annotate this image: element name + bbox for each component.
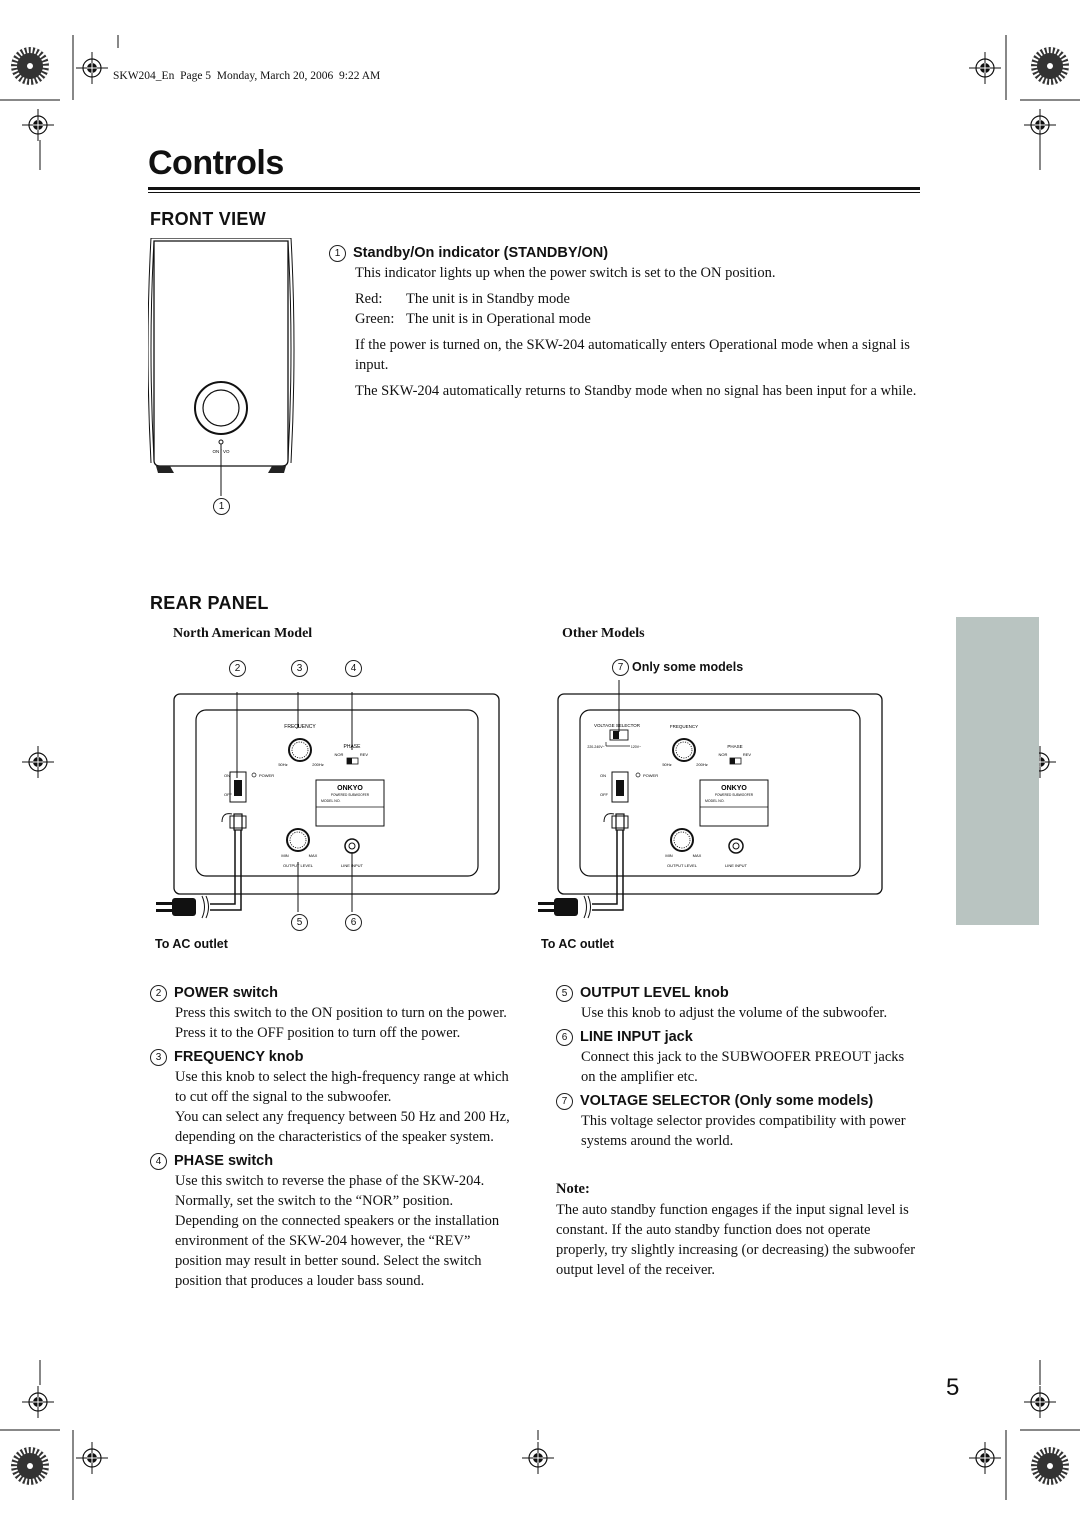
callout-4: 4 [345,659,362,677]
other-models-label: Other Models [562,626,645,641]
label-brand: ONKYO [337,785,363,792]
item5-text: Use this knob to adjust the volume of th… [581,1005,888,1021]
label-powered-subwoofer: POWERED SUBWOOFER [331,793,370,797]
label-phase-2: PHASE [727,744,742,749]
page-number: 5 [946,1374,960,1401]
front-view-illustration: ON / VO [148,238,295,496]
callout-3: 3 [291,659,308,677]
page-title: Controls [148,144,284,182]
label-rev-2: REV [743,752,752,757]
to-ac-outlet-na: To AC outlet [155,937,228,951]
label-power: POWER [259,773,274,778]
rear-panel-other-diagram: VOLTAGE SELECTOR 220-240V~ 120V~ FREQUEN… [538,680,883,919]
item1-p1: This indicator lights up when the power … [355,265,776,281]
label-200hz-2: 200Hz [696,762,708,767]
label-line-input: LINE INPUT [341,863,364,868]
item3-text2: You can select any frequency between 50 … [175,1109,510,1145]
label-on-2: ON [600,773,606,778]
label-model-no-2: MODEL NO. [705,799,725,803]
item7-text: This voltage selector provides compatibi… [581,1113,906,1149]
label-brand-2: ONKYO [721,785,747,792]
side-tab [956,617,1039,925]
item4-text: Use this switch to reverse the phase of … [175,1173,500,1289]
front-callout-1: 1 [213,497,230,515]
rear-panel-heading: REAR PANEL [150,593,269,613]
label-nor-2: NOR [719,752,728,757]
item1-green-row: Green:The unit is in Operational mode [355,311,591,327]
label-min-2: MIN [665,853,672,858]
label-voltage-selector: VOLTAGE SELECTOR [594,723,641,728]
label-frequency-2: FREQUENCY [670,724,698,729]
print-header: SKW204_En Page 5 Monday, March 20, 2006 … [113,70,381,82]
item1-p2: If the power is turned on, the SKW-204 a… [355,337,910,373]
label-output-level-2: OUTPUT LEVEL [667,863,698,868]
label-frequency: FREQUENCY [284,724,316,730]
label-50hz-2: 50Hz [662,762,671,767]
label-off-2: OFF [600,792,609,797]
label-max-2: MAX [693,853,702,858]
label-line-input-2: LINE INPUT [725,863,748,868]
item6-text: Connect this jack to the SUBWOOFER PREOU… [581,1049,905,1085]
label-v220: 220-240V~ [587,745,604,749]
label-50hz: 50Hz [278,762,287,767]
label-max: MAX [309,853,318,858]
label-on: ON [224,773,230,778]
label-nor: NOR [335,752,344,757]
label-200hz: 200Hz [312,762,324,767]
item3-text1: Use this knob to select the high-frequen… [175,1069,509,1105]
label-output-level: OUTPUT LEVEL [283,863,314,868]
item1-number: 1 [329,245,346,262]
item2-text: Press this switch to the ON position to … [175,1005,507,1041]
rear-panel-na-diagram: FREQUENCY 50Hz 200Hz PHASE NOR REV ON OF… [156,692,500,919]
item1-body: This indicator lights up when the power … [355,263,923,401]
callout-2: 2 [229,659,246,677]
label-power-2: POWER [643,773,658,778]
item1-p3: The SKW-204 automatically returns to Sta… [355,383,917,399]
title-rule-thin [148,192,920,193]
note-text: The auto standby function engages if the… [556,1202,916,1278]
label-powered-subwoofer-2: POWERED SUBWOOFER [715,793,754,797]
item1-red-row: Red:The unit is in Standby mode [355,291,570,307]
label-phase: PHASE [344,744,362,750]
front-view-heading: FRONT VIEW [150,209,266,229]
label-rev: REV [360,752,369,757]
callout-5: 5 [291,913,308,931]
note-title: Note: [556,1181,590,1197]
callout-6: 6 [345,913,362,931]
label-off: OFF [224,792,233,797]
label-model-no: MODEL NO. [321,799,341,803]
label-min: MIN [281,853,288,858]
to-ac-outlet-other: To AC outlet [541,937,614,951]
label-v120: 120V~ [631,745,641,749]
na-model-label: North American Model [173,626,313,641]
title-rule [148,187,920,190]
